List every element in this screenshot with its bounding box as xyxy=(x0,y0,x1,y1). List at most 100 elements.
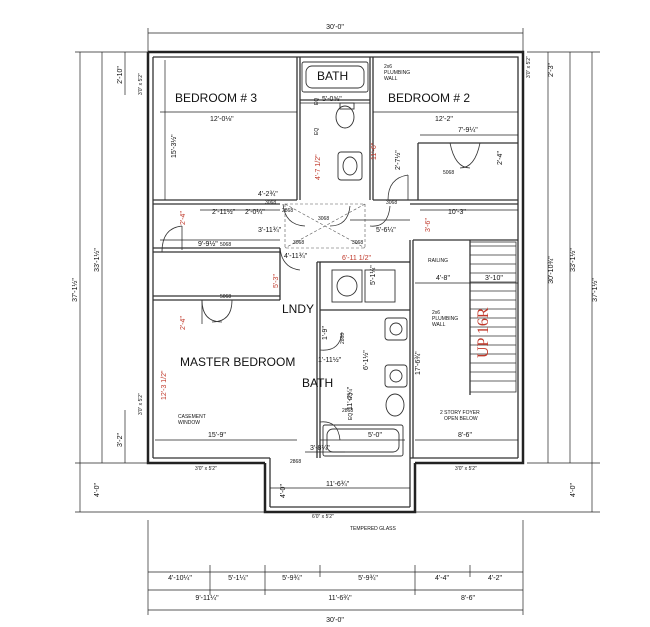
tempered-glass-note: TEMPERED GLASS xyxy=(350,526,397,532)
door-tag-3068c: 3068 xyxy=(293,240,304,246)
stairs-label: UP 16R xyxy=(475,307,492,358)
railing-note: RAILING xyxy=(428,258,448,264)
foyer-note-a: 2 STORY FOYER xyxy=(440,410,480,416)
dim-closet-b2: 7'-9¼" xyxy=(458,127,478,134)
plumbing-note-1a: 2x6 xyxy=(384,64,392,70)
door-tag-2868c: 2868 xyxy=(290,459,301,465)
eq-label-1: EQ xyxy=(314,98,320,105)
dim-closet-b2-depth: 2'-4" xyxy=(497,151,504,165)
casement-note-b: WINDOW xyxy=(178,420,200,426)
dim-2-4-a: 2'-4" xyxy=(180,211,187,225)
dim-4-11: 4'-11¾" xyxy=(284,253,308,260)
dim-1-11: 1'-11½" xyxy=(318,356,342,364)
door-tag-5068b: 5068 xyxy=(220,242,231,248)
dim-6-11: 6'-11 1/2" xyxy=(342,255,372,262)
dim-11-6: 11'-6" xyxy=(371,142,378,160)
dim-right-overall: 37'-1½" xyxy=(591,278,599,302)
dim-left-top: 2'-10" xyxy=(117,66,124,84)
dim-bottom-3: 5'-9¾" xyxy=(282,575,302,582)
dim-11-7: 11'-7¼" xyxy=(347,386,354,410)
eq-label-4: EQ xyxy=(348,413,354,420)
dim-top-overall: 30'-0" xyxy=(326,24,344,31)
dim-bed2-width: 12'-2" xyxy=(435,116,453,123)
dim-bed3-depth: 15'-3½" xyxy=(170,134,178,158)
dim-12-3: 12'-3 1/2" xyxy=(161,370,168,400)
dim-left-mid: 33'-1½" xyxy=(93,248,101,272)
dim-left-overall: 37'-1½" xyxy=(71,278,79,302)
dim-5-3: 5'-3" xyxy=(273,274,280,288)
dim-10-3: 10'-3" xyxy=(448,209,466,216)
dim-bottom-r2-3: 8'-6" xyxy=(461,595,475,602)
plumbing-note-2b: PLUMBING xyxy=(432,316,458,322)
fixtures xyxy=(301,61,408,457)
window-bottom-left: 3'0" x 5'2" xyxy=(195,466,217,472)
dim-left-mid2: 3'-2" xyxy=(117,433,124,447)
dim-3-8: 3'-8¼" xyxy=(310,445,330,452)
room-label-bedroom2: BEDROOM # 2 xyxy=(388,91,470,105)
room-label-bedroom3: BEDROOM # 3 xyxy=(175,91,257,105)
dim-11-6b: 11'-6¾" xyxy=(326,481,350,488)
room-label-bath-top: BATH xyxy=(317,69,348,83)
door-tag-2868b: 2868 xyxy=(340,333,346,344)
plumbing-note-2a: 2x6 xyxy=(432,310,440,316)
door-tag-2868a: 2868 xyxy=(282,208,293,214)
stairs xyxy=(469,241,517,393)
dim-right-bottom: 4'-0" xyxy=(570,483,577,497)
dim-4-2: 4'-2¾" xyxy=(258,191,278,198)
window-b2-right: 3'0" x 5'2" xyxy=(526,56,532,78)
dim-5-1: 5'-1¼" xyxy=(370,265,377,285)
casement-note-a: CASEMENT xyxy=(178,414,206,420)
dim-9-9: 9'-9½" xyxy=(198,240,218,248)
dim-3-6: 3'-6" xyxy=(425,218,432,232)
doors xyxy=(161,142,481,441)
dim-bath-top-width: 5'-0⅝" xyxy=(322,96,342,103)
dim-bottom-6: 4'-2" xyxy=(488,575,502,582)
dim-left-bottom: 4'-0" xyxy=(94,483,101,497)
dim-4-7: 4'-7 1/2" xyxy=(315,154,322,180)
eq-label-2: EQ xyxy=(314,128,320,135)
dim-right-mid: 33'-1½" xyxy=(569,248,577,272)
dim-2-11: 2'-11½" xyxy=(212,208,236,216)
window-b3-top: 3'0" x 5'2" xyxy=(138,73,144,95)
dim-bottom-r2-1: 9'-11¼" xyxy=(195,595,219,602)
window-left-lower: 3'0" x 5'2" xyxy=(138,393,144,415)
window-bottom-right: 3'0" x 5'2" xyxy=(455,466,477,472)
window-tempered: 6'0" x 5'2" xyxy=(312,514,334,520)
dashed-lines xyxy=(284,203,366,249)
door-tag-5068a: 5068 xyxy=(443,170,454,176)
room-label-bath-master: BATH xyxy=(302,376,333,390)
interior-walls xyxy=(152,56,519,508)
door-tag-3068d: 3068 xyxy=(352,240,363,246)
dim-bottom-overall: 30'-0" xyxy=(326,617,344,624)
door-tag-3068a: 3068 xyxy=(265,200,276,206)
dim-4-0: 4'-0" xyxy=(280,484,287,498)
plumbing-note-1b: PLUMBING xyxy=(384,70,410,76)
dim-2-0: 2'-0¼" xyxy=(245,209,265,216)
dim-bottom-5: 4'-4" xyxy=(435,575,449,582)
door-tag-3068b: 3068 xyxy=(386,200,397,206)
room-label-master: MASTER BEDROOM xyxy=(180,355,295,369)
dim-bottom-r2-2: 11'-6¾" xyxy=(328,595,352,602)
dim-1-9: 1'-9" xyxy=(322,326,329,340)
dim-2-4-b: 2'-4" xyxy=(180,316,187,330)
dim-bottom-2: 5'-1¼" xyxy=(228,575,248,582)
dim-8-6: 8'-6" xyxy=(458,432,472,439)
dim-6-1: 6'-1½" xyxy=(362,350,370,370)
door-tag-5068c: 5068 xyxy=(220,294,231,300)
plumbing-note-1c: WALL xyxy=(384,76,398,82)
dim-15-9: 15'-9" xyxy=(208,432,226,439)
dimension-lines xyxy=(75,28,600,615)
dim-2-7: 2'-7½" xyxy=(394,150,402,170)
plumbing-note-2c: WALL xyxy=(432,322,446,328)
dim-right-top: 2'-3" xyxy=(548,63,555,77)
dim-5-6: 5'-6¼" xyxy=(376,227,396,234)
dim-bottom-4: 5'-9¾" xyxy=(358,575,378,582)
dim-bottom-1: 4'-10¼" xyxy=(168,575,192,582)
eq-label-3: EQ xyxy=(348,393,354,400)
dim-17-6: 17'-6¾" xyxy=(415,351,422,375)
dim-5-0: 5'-0" xyxy=(368,432,382,439)
dim-4-8: 4'-8" xyxy=(436,275,450,282)
dim-3-10: 3'-10" xyxy=(485,275,503,282)
foyer-note-b: OPEN BELOW xyxy=(444,416,478,422)
